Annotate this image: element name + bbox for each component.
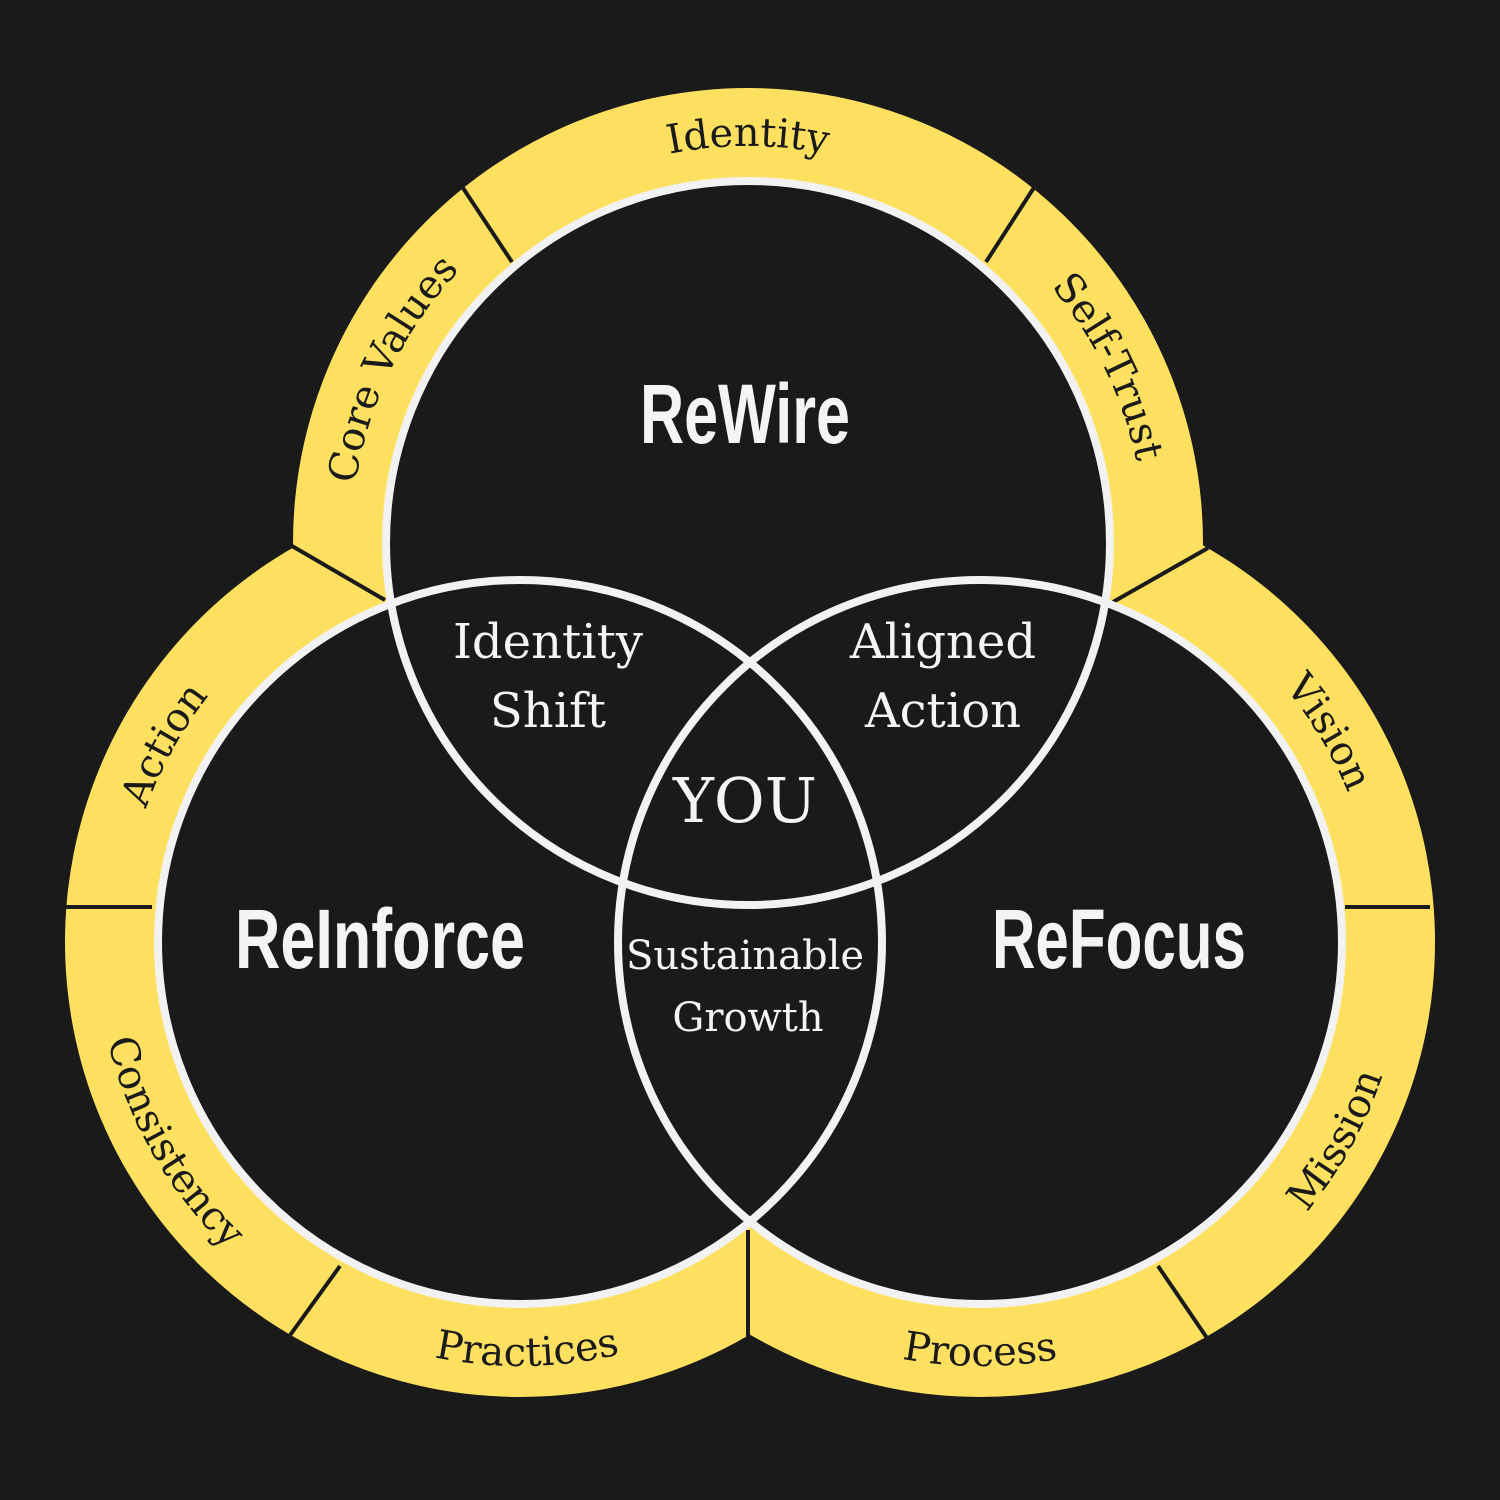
title-rewire: ReWire — [640, 367, 850, 461]
overlap-top-left-line1: Identity — [453, 614, 643, 670]
title-refocus: ReFocus — [992, 892, 1246, 986]
title-reinforce: ReInforce — [235, 892, 525, 986]
divider — [290, 544, 387, 602]
divider — [984, 184, 1037, 264]
circle-outlines — [154, 177, 1346, 1308]
divider — [1156, 1264, 1209, 1340]
circle-refocus — [614, 576, 1346, 1308]
circle-rewire — [382, 177, 1114, 909]
ring-label-process: Process — [900, 1323, 1060, 1376]
overlap-top-right-line2: Action — [864, 683, 1021, 739]
divider — [286, 1264, 342, 1340]
circle-fills — [158, 181, 1342, 1304]
overlap-bottom-line2: Growth — [672, 995, 823, 1041]
center-you: YOU — [672, 764, 817, 837]
divider — [461, 186, 514, 264]
ring-label-identity: Identity — [663, 110, 833, 164]
ring-dividers — [62, 184, 1430, 1345]
overlap-top-right-line1: Aligned — [849, 614, 1036, 670]
divider — [1112, 546, 1209, 604]
circle-reinforce — [154, 576, 886, 1308]
overlap-top-left-line2: Shift — [490, 683, 606, 739]
circle-fill — [618, 580, 1342, 1304]
overlap-bottom-line1: Sustainable — [626, 933, 864, 979]
